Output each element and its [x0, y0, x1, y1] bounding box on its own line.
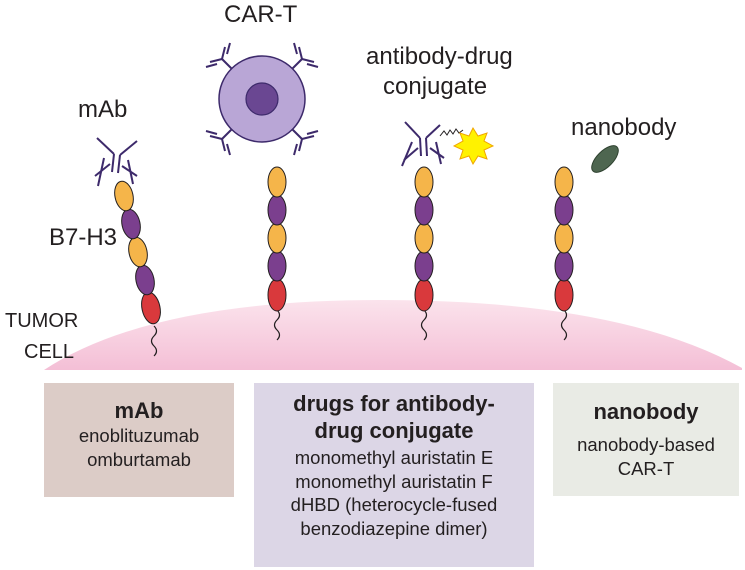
drugs-box-title: drug conjugate	[314, 418, 474, 443]
label-adc-line1: antibody-drug	[366, 43, 513, 70]
drugs-box-title: drugs for antibody-	[293, 391, 495, 416]
label-adc-line2: conjugate	[383, 73, 488, 100]
mab-item: enoblituzumab	[78, 425, 200, 446]
domain-purple	[414, 194, 434, 226]
drug-payload-icon	[452, 126, 495, 166]
domain-yellow	[414, 166, 434, 198]
car-t-cell-nucleus	[245, 82, 279, 116]
mab-box-bg	[44, 383, 234, 497]
car-t-cell-icon	[205, 42, 319, 156]
car-receptor-icon	[205, 42, 319, 156]
label-nanobody: nanobody	[571, 114, 677, 141]
domain-purple	[121, 208, 141, 240]
domain-yellow	[414, 222, 434, 254]
b7h3-receptor-mab	[114, 180, 161, 357]
domain-purple	[554, 194, 574, 226]
drugs-box: drugs for antibody- drug conjugate monom…	[254, 390, 534, 540]
b7h3-receptor-adc	[414, 166, 434, 341]
receptor-tail	[420, 309, 428, 341]
domain-yellow	[554, 166, 574, 198]
domain-purple	[554, 250, 574, 282]
drugs-box-bg	[254, 383, 534, 567]
domain-yellow	[114, 180, 134, 212]
receptor-tail	[273, 309, 281, 341]
domain-red	[554, 278, 574, 312]
nanobody-icon	[591, 145, 619, 173]
adc-linker	[439, 128, 464, 137]
domain-red	[141, 291, 161, 325]
mab-item: omburtamab	[87, 448, 191, 470]
adc-antibody-icon	[401, 121, 445, 167]
b7h3-receptor-nanobody	[554, 166, 574, 341]
nanobody-item: CAR-T	[617, 457, 675, 479]
label-cell: CELL	[24, 341, 75, 363]
nanobody-item: nanobody-based	[577, 434, 715, 455]
b7h3-receptor-car-t	[267, 166, 287, 341]
domain-yellow	[267, 166, 287, 198]
domain-purple	[267, 194, 287, 226]
receptor-tail	[560, 309, 568, 341]
domain-yellow	[554, 222, 574, 254]
domain-red	[267, 278, 287, 312]
nanobody-box-bg	[553, 383, 739, 496]
domain-yellow	[267, 222, 287, 254]
drug-item: dHBD (heterocycle-fused	[290, 494, 498, 515]
nanobody-box: nanobody nanobody-based CAR-T	[553, 398, 739, 480]
domain-red	[414, 278, 434, 312]
receptor-tail	[150, 325, 158, 357]
nanobody-box-title: nanobody	[593, 399, 699, 424]
mab-antibody-icon	[94, 137, 138, 187]
drug-item: benzodiazepine dimer)	[300, 517, 488, 539]
domain-purple	[135, 264, 155, 296]
domain-yellow	[128, 236, 148, 268]
drug-item: monomethyl auristatin E	[294, 447, 494, 468]
tumor-cell-membrane	[44, 300, 742, 370]
label-b7h3: B7-H3	[49, 224, 118, 251]
label-mab: mAb	[78, 96, 128, 123]
label-tumor: TUMOR	[5, 310, 79, 332]
mab-box: mAb enoblituzumab omburtamab	[44, 397, 234, 471]
mab-box-title: mAb	[114, 398, 164, 423]
domain-purple	[267, 250, 287, 282]
drug-item: monomethyl auristatin F	[295, 470, 493, 492]
domain-purple	[414, 250, 434, 282]
label-car-t: CAR-T	[224, 1, 298, 28]
